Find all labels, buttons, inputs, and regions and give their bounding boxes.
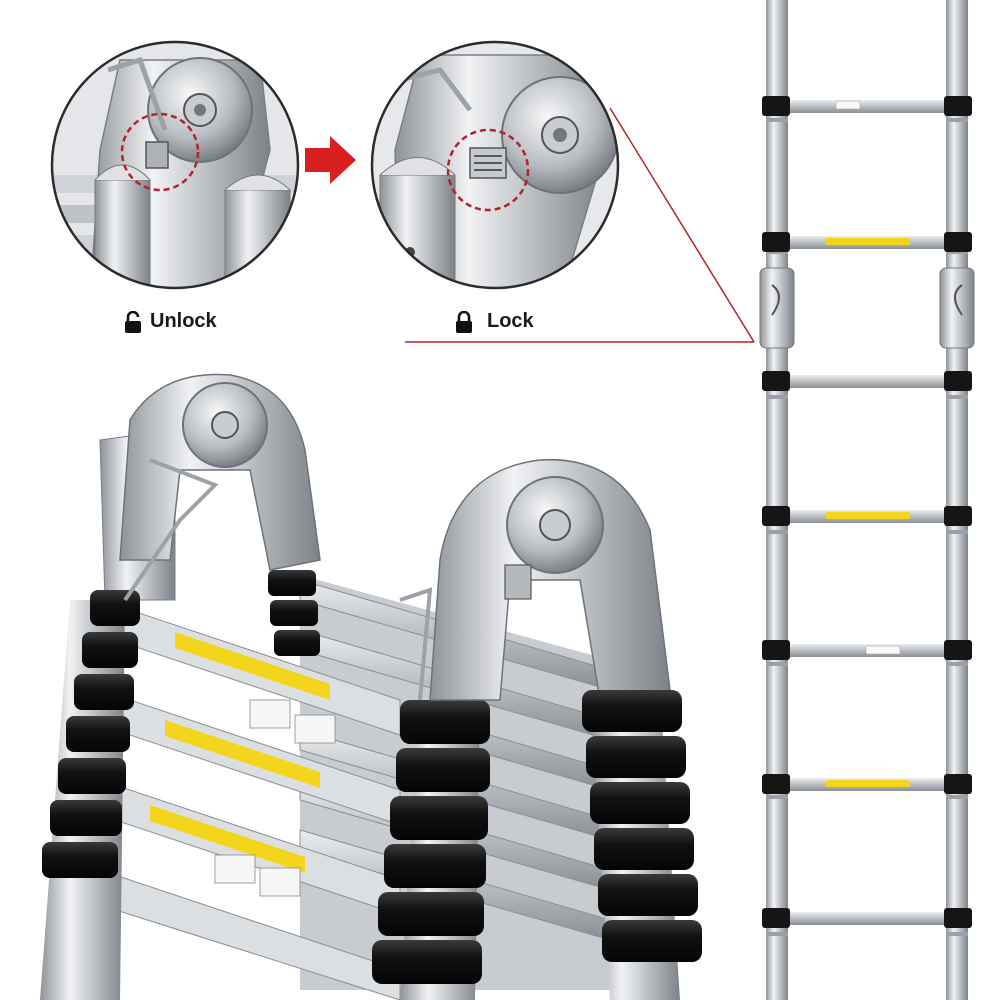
locked-padlock-icon: [456, 310, 472, 333]
lock-label: Lock: [487, 310, 534, 332]
straight-ladder-rungs: [762, 96, 972, 928]
unlocked-padlock-icon: [125, 310, 141, 333]
unlock-detail-circle: [50, 40, 300, 290]
extended-straight-ladder: [759, 0, 975, 1000]
a-frame-rear-right-leg: [582, 690, 702, 1000]
right-arrow-icon: [305, 136, 356, 184]
a-frame-right-hinge: [399, 458, 671, 701]
straight-ladder-hinge: [759, 267, 975, 349]
a-frame-rungs: [99, 575, 611, 1000]
unlock-caption: Unlock: [124, 310, 217, 333]
lock-caption: Lock: [455, 310, 534, 333]
a-frame-ladder: [40, 373, 702, 1000]
a-frame-left-hinge: [119, 373, 321, 656]
a-frame-right-leg: [372, 700, 490, 1000]
lock-detail-circle: [370, 40, 620, 290]
unlock-label: Unlock: [150, 310, 217, 332]
callout-lines: [405, 107, 755, 343]
